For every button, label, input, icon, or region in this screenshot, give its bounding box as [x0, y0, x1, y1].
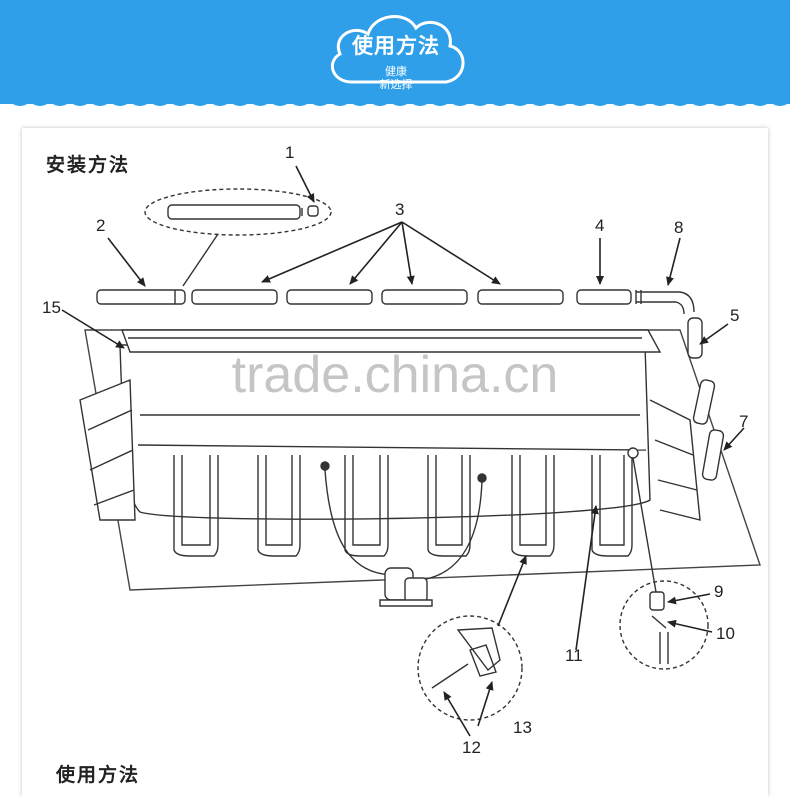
callout-7: 7	[739, 412, 749, 431]
banner-subtitle-line2: 新选择	[379, 78, 413, 91]
detail-circle-pin	[619, 580, 709, 670]
callout-4: 4	[595, 216, 605, 235]
install-heading: 安装方法	[46, 154, 131, 176]
callout-11: 11	[565, 646, 583, 665]
u-legs	[173, 455, 633, 557]
detail-ellipse-top	[144, 188, 332, 236]
callout-9: 9	[714, 582, 724, 601]
callout-12: 12	[462, 738, 481, 757]
ladder	[79, 378, 136, 521]
hose	[324, 469, 483, 581]
callout-13: 13	[513, 718, 532, 737]
banner-scallop-edge	[0, 96, 790, 106]
callout-3: 3	[395, 200, 405, 219]
banner-subtitle-line1: 健康	[385, 65, 407, 78]
vertical-post	[687, 317, 725, 481]
banner-title: 使用方法	[352, 34, 440, 58]
callout-8: 8	[674, 218, 684, 237]
callout-15: 15	[42, 298, 61, 317]
callout-5: 5	[730, 306, 740, 325]
detail-circle-footing	[417, 615, 523, 721]
cloud-icon	[330, 15, 465, 84]
usage-heading: 使用方法	[56, 764, 141, 786]
top-rail	[121, 329, 662, 353]
beam-parts	[96, 289, 695, 315]
callout-1: 1	[285, 143, 295, 162]
callout-10: 10	[716, 624, 735, 643]
watermark-text: trade.china.cn	[231, 346, 559, 404]
filter-pump	[379, 567, 433, 607]
callout-2: 2	[96, 216, 106, 235]
